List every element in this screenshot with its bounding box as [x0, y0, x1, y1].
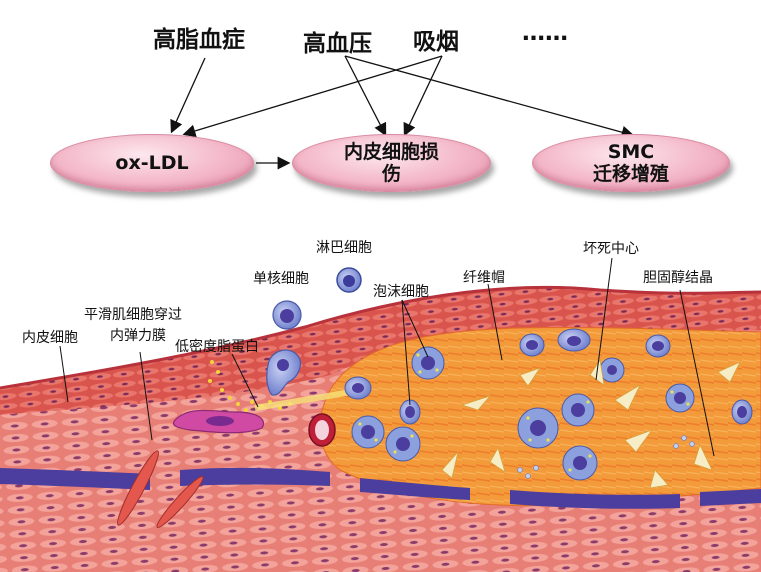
arrow-hypertension-to-smc	[344, 55, 635, 139]
label-endothelial-cell: 内皮细胞	[22, 330, 78, 346]
cholesterol-particles	[517, 435, 695, 479]
oxldl-oval: ox-LDL	[50, 134, 254, 192]
rolling-monocyte-nucleus	[277, 359, 289, 371]
migrating-smc-2	[156, 476, 204, 528]
annotation-leaders	[59, 257, 715, 457]
cholesterol-crystals	[441, 358, 741, 489]
label-necrotic-core: 坏死中心	[583, 241, 639, 257]
label-cholesterol-crystal: 胆固醇结晶	[643, 270, 713, 286]
rolling-monocyte	[266, 349, 301, 396]
label-foam-cell: 泡沫细胞	[373, 284, 429, 300]
smc-line2: 迁移增殖	[592, 163, 669, 185]
endothelial-injury-line2: 伤	[381, 163, 401, 185]
monocyte-nucleus	[206, 416, 234, 426]
foam-cell-lipid-droplets	[358, 353, 690, 472]
label-ldl: 低密度脂蛋白	[175, 339, 259, 355]
endothelium-surface	[0, 285, 761, 390]
ldl-streak	[254, 389, 351, 411]
smc-line1: SMC	[607, 141, 655, 163]
label-smc-crossing-line2: 内弹力膜	[110, 328, 166, 344]
arrow-smoking-to-injury	[403, 55, 443, 137]
migrating-smc-1	[117, 450, 159, 526]
floating-monocyte-1-nucleus	[280, 309, 294, 323]
endothelial-injury-oval: 内皮细胞损 伤	[292, 134, 491, 192]
internal-elastic-membrane	[0, 467, 761, 509]
smc-oval: SMC 迁移增殖	[532, 134, 730, 192]
hypertension-label: 高血压	[303, 31, 372, 57]
smoking-label: 吸烟	[413, 29, 459, 55]
more-ellipsis: ……	[522, 20, 568, 46]
intima-blue-cells	[344, 328, 753, 425]
endothelial-injury-line1: 内皮细胞损	[343, 141, 439, 163]
red-blood-cell-center	[315, 420, 329, 440]
label-lymphocyte: 淋巴细胞	[316, 240, 372, 256]
label-monocyte: 单核细胞	[253, 271, 309, 287]
arrow-hyperlipidemia-to-oxldl	[170, 57, 206, 134]
arrow-smoking-to-oxldl	[182, 55, 443, 138]
lymphocyte-nucleus	[343, 275, 355, 287]
label-smc-crossing-line1: 平滑肌细胞穿过	[84, 307, 182, 323]
oxldl-label: ox-LDL	[115, 152, 189, 174]
hyperlipidemia-label: 高脂血症	[153, 27, 245, 53]
label-fibrous-cap: 纤维帽	[463, 270, 505, 286]
arrow-hypertension-to-injury	[344, 55, 387, 137]
